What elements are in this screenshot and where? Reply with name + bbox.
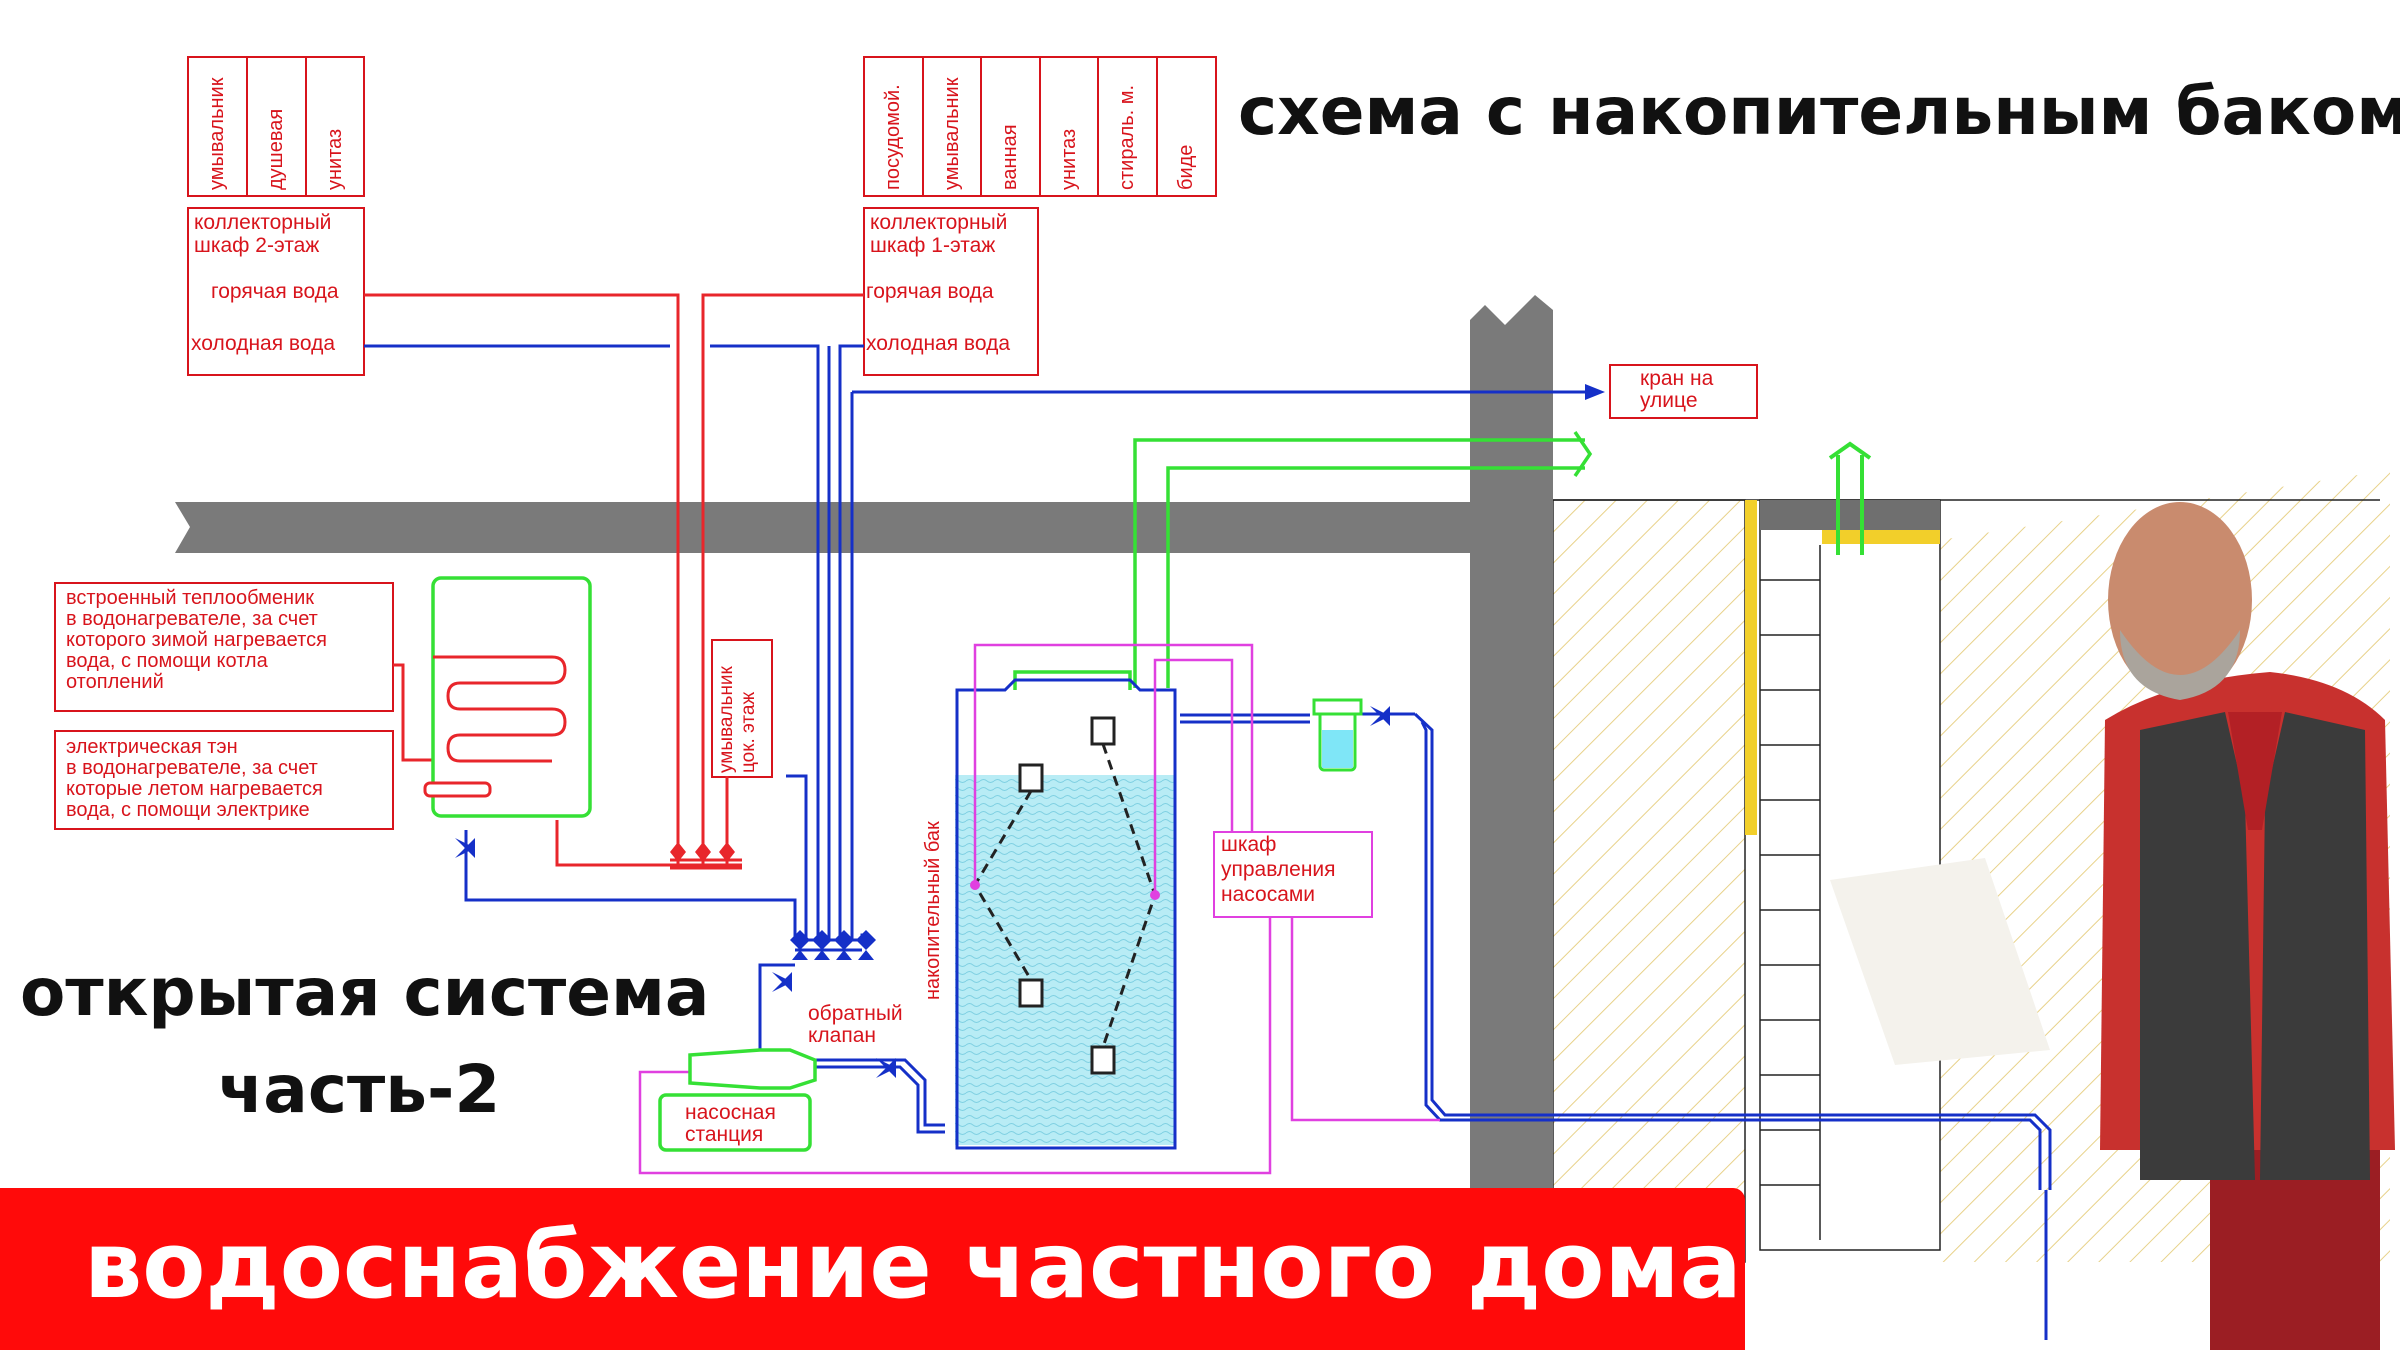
- pump-station-line2: станция: [685, 1123, 764, 1146]
- pump-control-line3: насосами: [1221, 883, 1316, 906]
- check-valve-line2: клапан: [808, 1024, 877, 1047]
- outdoor-tap-line2: улице: [1640, 389, 1698, 412]
- collector-2-hot-label: горячая вода: [211, 280, 339, 303]
- pump-station: [658, 1048, 817, 1152]
- open-system-label: открытая система: [20, 954, 710, 1031]
- house-wall: [1470, 295, 1553, 1188]
- electric-heater-note-box: [54, 730, 394, 830]
- heat-exchanger-note-line: в водонагревателе, за счет: [66, 608, 318, 630]
- collector-2-name-line1: коллекторный: [194, 211, 332, 234]
- fixture-label-c2-0: умывальник: [206, 77, 228, 190]
- manifold-valves: [790, 930, 876, 960]
- heat-exchanger-note: встроенный теплообменик в водонагревател…: [66, 588, 327, 693]
- fixture-label-c2-1: душевая: [265, 108, 287, 190]
- collector-2-frame: [187, 56, 365, 376]
- collector-2-name-line2: шкаф 2-этаж: [194, 234, 320, 257]
- electric-heater-note-line: которые летом нагревается: [66, 778, 323, 800]
- presenter: [1830, 502, 2395, 1350]
- water-filter: [1312, 698, 1363, 772]
- heat-exchanger-note-line: отоплений: [66, 671, 164, 693]
- outdoor-tap-line1: кран на: [1640, 367, 1714, 390]
- electric-heater-note-line: в водонагревателе, за счет: [66, 757, 318, 779]
- float-wire-node-left: [970, 880, 980, 890]
- diagram-title: схема с накопительным баком: [1238, 73, 2400, 150]
- well-rings: [1760, 545, 1821, 1240]
- part-label: часть-2: [218, 1051, 501, 1128]
- fixture-label-c1-3: унитаз: [1058, 128, 1080, 190]
- heat-exchanger-note-line: встроенный теплообменик: [66, 587, 315, 609]
- basement-sink-label: умывальник цок. этаж: [716, 666, 759, 773]
- storage-tank: [955, 678, 1177, 1150]
- heat-exchanger-note-line: которого зимой нагревается: [66, 629, 327, 651]
- collector-1-frame: [863, 56, 1217, 376]
- electric-heater-note-line: электрическая тэн: [66, 736, 238, 758]
- fixture-label-c2-2: унитаз: [324, 128, 346, 190]
- pump-control-line2: управления: [1221, 858, 1336, 881]
- check-valve-line1: обратный: [808, 1002, 903, 1025]
- control-wiring: [638, 643, 1440, 1175]
- fixture-label-c1-2: ванная: [999, 124, 1021, 190]
- outdoor-tap-box: [1609, 364, 1758, 419]
- storage-tank-label: накопительный бак: [922, 821, 944, 1000]
- collector-1-name-line1: коллекторный: [870, 211, 1008, 234]
- water-heater: [423, 576, 592, 818]
- title-banner: водоснабжение частного дома: [0, 1188, 1745, 1350]
- heat-exchanger-note-box: [54, 582, 394, 712]
- electric-heater-note: электрическая тэн в водонагревателе, за …: [66, 737, 323, 821]
- pump-station-line1: насосная: [685, 1101, 776, 1124]
- float-wire-node-right: [1150, 890, 1160, 900]
- fixture-label-c1-0: посудомой.: [882, 84, 904, 190]
- floor-slab: [175, 502, 1470, 553]
- fixture-label-c1-4: стираль. м.: [1116, 84, 1138, 190]
- vent-pipe: [1828, 441, 1872, 555]
- pump-control-line1: шкаф: [1221, 833, 1277, 856]
- fixture-label-c1-5: биде: [1175, 144, 1197, 190]
- collector-1-cold-label: холодная вода: [866, 332, 1010, 355]
- collector-2-cold-label: холодная вода: [191, 332, 335, 355]
- fixture-label-c1-1: умывальник: [941, 77, 963, 190]
- valves: [455, 384, 1605, 1078]
- banner-text: водоснабжение частного дома: [84, 1212, 1742, 1319]
- hot-manifold-valves: [670, 842, 735, 862]
- collector-1-name-line2: шкаф 1-этаж: [870, 234, 996, 257]
- heat-exchanger-note-line: вода, с помощи котла: [66, 650, 268, 672]
- collector-1-hot-label: горячая вода: [866, 280, 994, 303]
- electric-heater-note-line: вода, с помощи электрике: [66, 799, 310, 821]
- basement-sink-box: [711, 639, 773, 778]
